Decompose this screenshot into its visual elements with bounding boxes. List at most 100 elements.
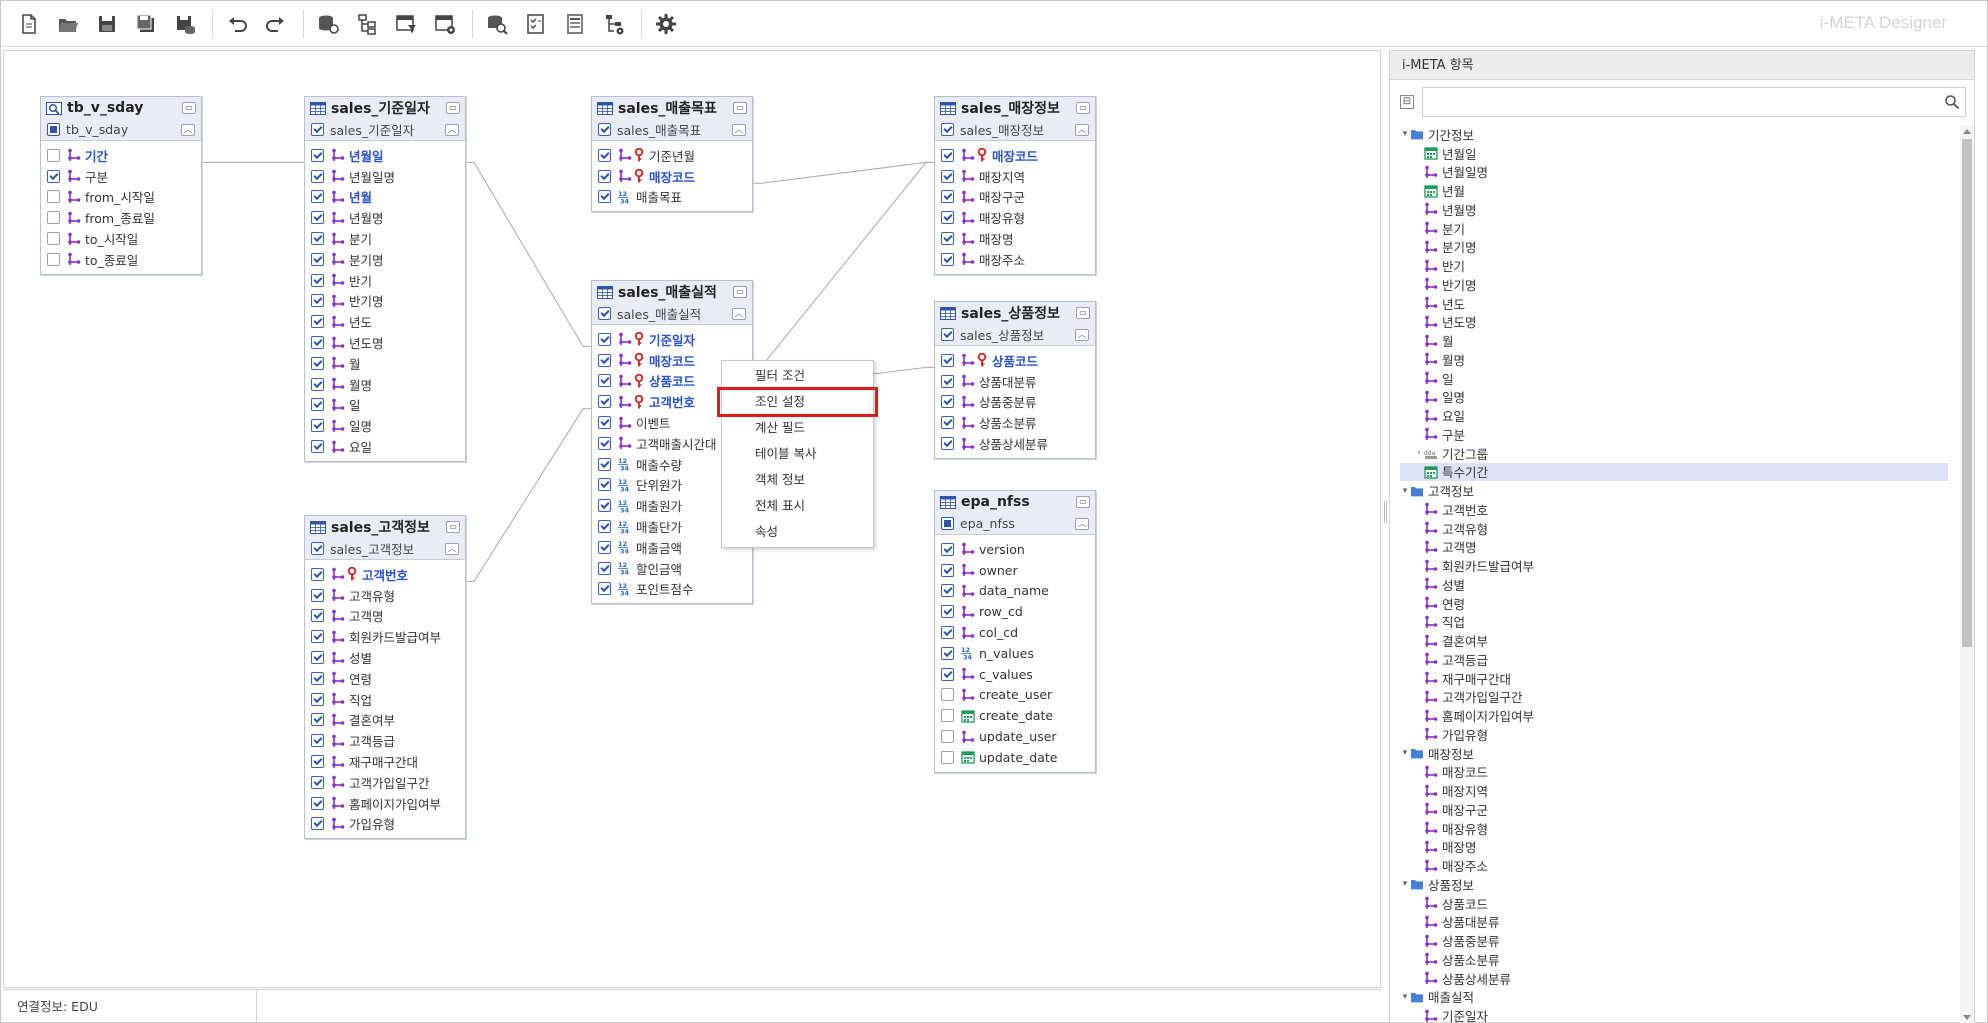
select-all-checkbox[interactable]	[598, 123, 611, 136]
field-checkbox[interactable]	[311, 713, 324, 727]
field-row[interactable]: 홈페이지가입여부	[305, 793, 465, 814]
field-row[interactable]: update_date	[935, 747, 1095, 768]
join-link[interactable]	[466, 161, 591, 347]
tree-item[interactable]: 기준일자	[1400, 1006, 1948, 1023]
redo-button[interactable]	[258, 6, 294, 42]
field-checkbox[interactable]	[311, 609, 324, 623]
field-checkbox[interactable]	[941, 395, 954, 409]
tree-item[interactable]: 고객번호	[1400, 500, 1948, 519]
field-checkbox[interactable]	[311, 148, 324, 162]
tree-item[interactable]: 재구매구간대	[1400, 669, 1948, 688]
tree-item[interactable]: 상품중분류	[1400, 931, 1948, 950]
expand-toggle-icon[interactable]: ▾	[1402, 991, 1408, 1002]
menu-item-1[interactable]: 필터 조건	[755, 368, 805, 383]
tree-folder[interactable]: ▾매출실적	[1400, 988, 1948, 1007]
table-header[interactable]: sales_매출실적▭	[592, 281, 752, 303]
field-checkbox[interactable]	[598, 520, 611, 534]
field-row[interactable]: 월명	[305, 374, 465, 395]
table-header[interactable]: sales_상품정보▭	[935, 302, 1095, 324]
field-checkbox[interactable]	[941, 416, 954, 430]
field-row[interactable]: 매장코드	[935, 145, 1095, 166]
field-checkbox[interactable]	[47, 190, 60, 204]
field-row[interactable]: 매장주소	[935, 249, 1095, 270]
tree-item[interactable]: 홈페이지가입여부	[1400, 706, 1948, 725]
field-row[interactable]: 상품중분류	[935, 392, 1095, 413]
field-checkbox[interactable]	[311, 692, 324, 706]
select-all-checkbox[interactable]	[311, 123, 324, 136]
field-row[interactable]: 고객유형	[305, 585, 465, 606]
tree-settings-button[interactable]	[596, 6, 632, 42]
tree-item[interactable]: 연령	[1400, 594, 1948, 613]
select-all-checkbox[interactable]	[47, 123, 60, 136]
field-row[interactable]: 년월명	[305, 207, 465, 228]
select-all-checkbox[interactable]	[598, 307, 611, 320]
field-checkbox[interactable]	[311, 671, 324, 685]
field-checkbox[interactable]	[941, 169, 954, 183]
field-row[interactable]: 재구매구간대	[305, 751, 465, 772]
field-checkbox[interactable]	[941, 437, 954, 451]
tree-item[interactable]: 매장주소	[1400, 856, 1948, 875]
join-link[interactable]	[466, 408, 591, 582]
field-checkbox[interactable]	[311, 211, 324, 225]
tree-item[interactable]: 일명	[1400, 388, 1948, 407]
field-row[interactable]: owner	[935, 560, 1095, 581]
field-checkbox[interactable]	[598, 353, 611, 367]
field-row[interactable]: 요일	[305, 436, 465, 457]
field-row[interactable]: to_시작일	[41, 228, 201, 249]
select-all-checkbox[interactable]	[941, 123, 954, 136]
scroll-up-icon[interactable]	[1963, 129, 1971, 134]
field-row[interactable]: data_name	[935, 581, 1095, 602]
field-checkbox[interactable]	[311, 169, 324, 183]
field-row[interactable]: 일	[305, 395, 465, 416]
tree-item[interactable]: 년도	[1400, 294, 1948, 313]
scroll-down-icon[interactable]	[1963, 1015, 1971, 1020]
field-checkbox[interactable]	[47, 148, 60, 162]
field-checkbox[interactable]	[941, 353, 954, 367]
tree-item[interactable]: 년도명	[1400, 313, 1948, 332]
tree-item[interactable]: 년월명	[1400, 200, 1948, 219]
field-checkbox[interactable]	[311, 315, 324, 329]
expand-toggle-icon[interactable]: ▾	[1402, 485, 1408, 496]
field-checkbox[interactable]	[311, 651, 324, 665]
field-row[interactable]: 매장코드	[592, 350, 752, 371]
expand-toggle-icon[interactable]: ▾	[1402, 129, 1408, 140]
tree-item[interactable]: 상품소분류	[1400, 950, 1948, 969]
field-row[interactable]: create_date	[935, 705, 1095, 726]
tree-item[interactable]: 특수기간	[1400, 462, 1948, 482]
field-checkbox[interactable]	[598, 582, 611, 596]
field-checkbox[interactable]	[311, 252, 324, 266]
tree-item[interactable]: 매장구군	[1400, 800, 1948, 819]
field-row[interactable]: 구분	[41, 166, 201, 187]
tree-item[interactable]: 반기	[1400, 256, 1948, 275]
menu-item-7[interactable]: 속성	[755, 524, 779, 539]
table-header[interactable]: sales_매장정보▭	[935, 97, 1095, 119]
table-menu-button[interactable]: ▭	[1076, 102, 1090, 114]
tree-folder[interactable]: ▾상품정보	[1400, 875, 1948, 894]
field-row[interactable]: 반기	[305, 270, 465, 291]
table-header[interactable]: epa_nfss▭	[935, 491, 1095, 513]
tree-item[interactable]: 회원카드발급여부	[1400, 556, 1948, 575]
tree-item[interactable]: 분기	[1400, 219, 1948, 238]
tree-item[interactable]: 상품대분류	[1400, 913, 1948, 932]
db-search-button[interactable]	[479, 6, 515, 42]
tree-item[interactable]: 반기명	[1400, 275, 1948, 294]
table-header[interactable]: sales_고객정보▭	[305, 516, 465, 538]
tree-item[interactable]: 상품코드	[1400, 894, 1948, 913]
field-checkbox[interactable]	[311, 440, 324, 454]
field-row[interactable]: from_시작일	[41, 187, 201, 208]
field-row[interactable]: 반기명	[305, 291, 465, 312]
field-checkbox[interactable]	[311, 817, 324, 831]
field-row[interactable]: from_종료일	[41, 207, 201, 228]
field-row[interactable]: 월	[305, 353, 465, 374]
select-all-checkbox[interactable]	[311, 542, 324, 555]
tree-item[interactable]: 년월	[1400, 181, 1948, 200]
field-checkbox[interactable]	[47, 232, 60, 246]
field-row[interactable]: 년도명	[305, 332, 465, 353]
